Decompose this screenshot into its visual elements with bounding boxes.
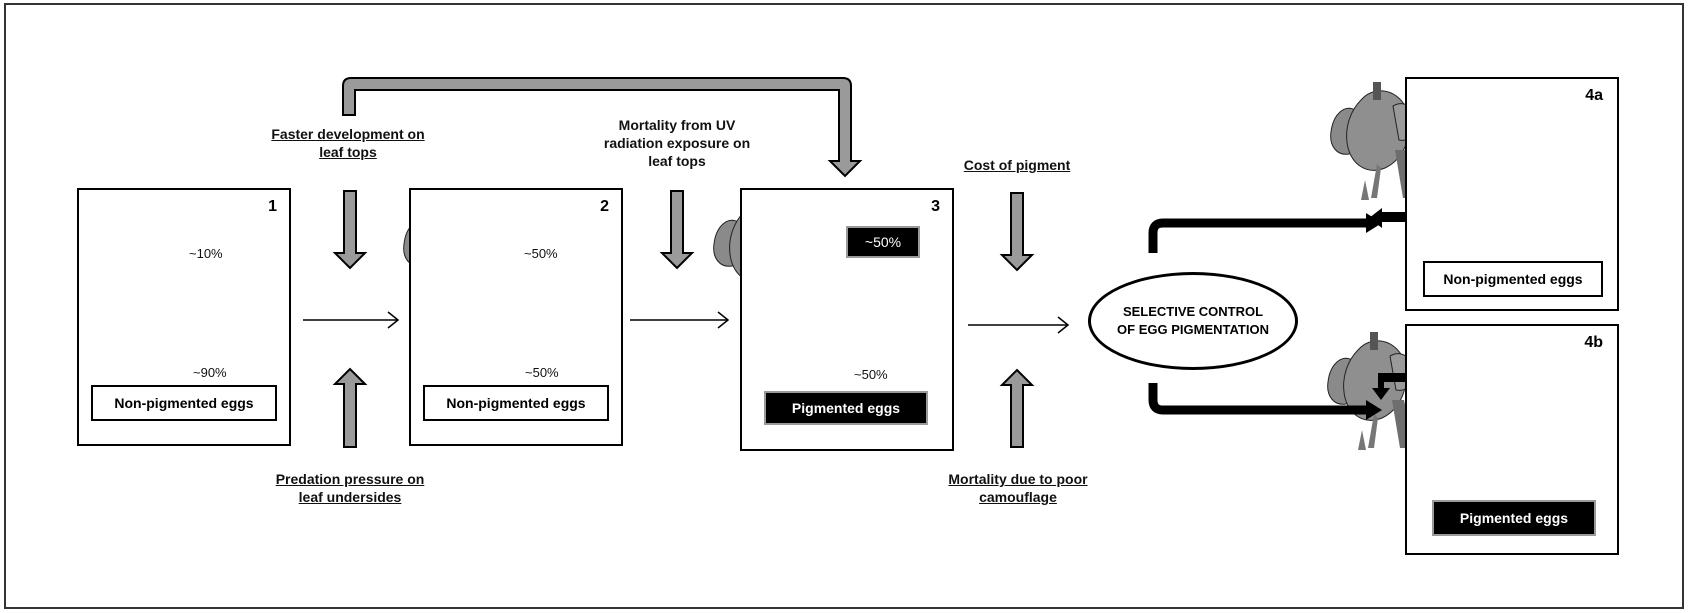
egg-type-label: Non-pigmented eggs <box>91 385 277 421</box>
percent-leaf-underside: ~50% <box>525 365 559 380</box>
selective-control-label: SELECTIVE CONTROL OF EGG PIGMENTATION <box>1117 304 1269 337</box>
factor-uv-mortality: Mortality from UV radiation exposure on … <box>603 117 751 169</box>
panel-number: 1 <box>268 198 277 215</box>
factor-cost-of-pigment: Cost of pigment <box>963 157 1071 173</box>
pressure-arrow-up-1 <box>332 367 368 448</box>
panel-1: 1 ~10% ~90% Non-pigmented eggs <box>77 188 291 446</box>
figure-frame <box>4 3 1684 609</box>
leaf-icon <box>1327 331 1415 451</box>
percent-leaf-top: ~50% <box>846 226 920 258</box>
panel-4a: 4a Non-pigmented eggs <box>1405 77 1619 311</box>
factor-predation-pressure: Predation pressure on leaf undersides <box>275 471 425 505</box>
egg-type-label: Pigmented eggs <box>1432 500 1596 536</box>
output-arrow-4b <box>1148 383 1368 415</box>
panel-3: 3 ~50% ~50% Pigmented eggs <box>740 188 954 451</box>
panel-4b: 4b Pigmented eggs <box>1405 324 1619 555</box>
factor-poor-camouflage: Mortality due to poor camouflage <box>948 471 1088 505</box>
panel-number: 3 <box>931 198 940 215</box>
egg-type-label: Non-pigmented eggs <box>1423 261 1603 297</box>
pressure-arrow-up-3 <box>999 368 1035 448</box>
factor-faster-development: Faster development on leaf tops <box>271 126 425 160</box>
percent-leaf-top: ~10% <box>189 246 223 261</box>
panel-number: 4b <box>1584 334 1603 351</box>
panel-number: 4a <box>1585 87 1603 104</box>
pressure-arrow-down-2 <box>659 190 695 270</box>
egg-type-label: Non-pigmented eggs <box>423 385 609 421</box>
panel-2: ~50% 2 ~50% Non-pigmented eggs <box>409 188 623 446</box>
output-arrow-4a <box>1148 218 1368 253</box>
percent-leaf-underside: ~90% <box>193 365 227 380</box>
percent-leaf-underside: ~50% <box>854 367 888 382</box>
panel-number: 2 <box>600 198 609 215</box>
selective-control-ellipse: SELECTIVE CONTROL OF EGG PIGMENTATION <box>1088 272 1298 370</box>
egg-type-label: Pigmented eggs <box>764 391 928 425</box>
percent-leaf-top: ~50% <box>524 246 558 261</box>
pressure-arrow-down-1 <box>332 190 368 270</box>
pressure-arrow-down-3 <box>999 192 1035 272</box>
uv-feedback-arrow <box>342 77 863 178</box>
